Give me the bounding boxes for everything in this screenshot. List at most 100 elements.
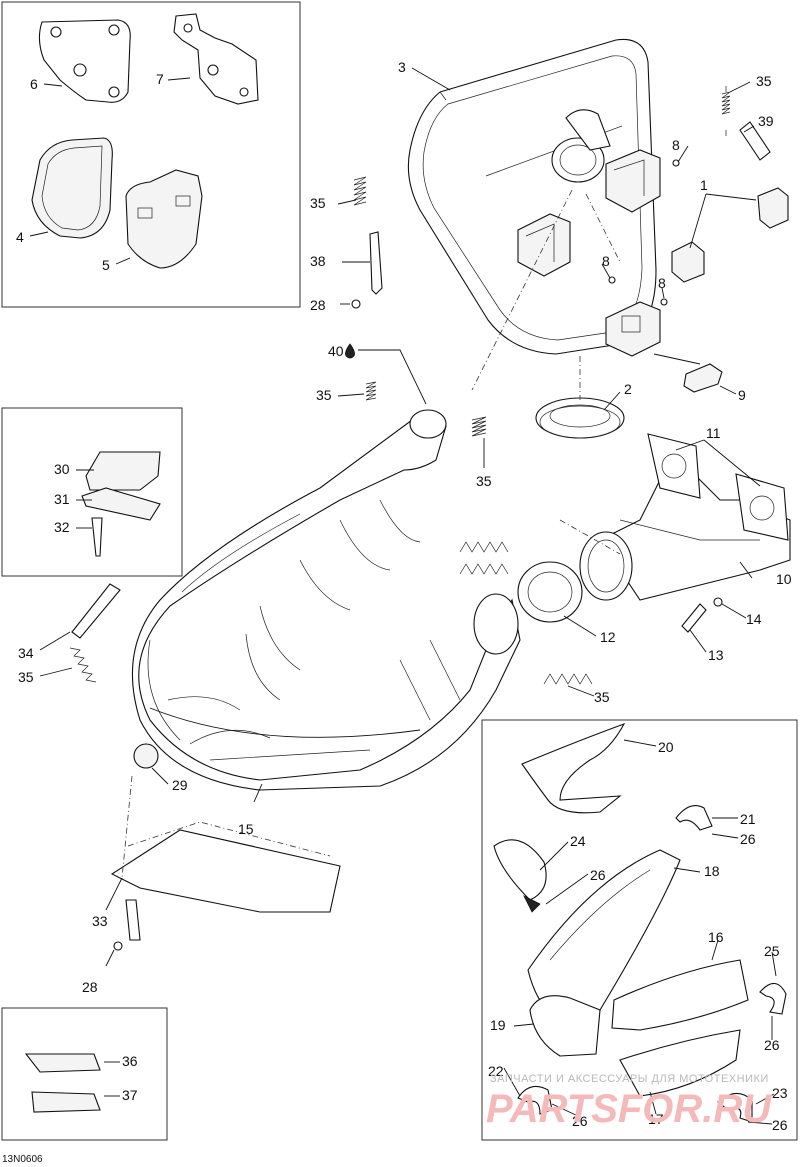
label-29: 29 xyxy=(172,777,188,793)
part-19-sleeve xyxy=(529,995,601,1057)
label-8-a: 8 xyxy=(672,137,680,153)
label-26-d: 26 xyxy=(572,1113,588,1129)
label-15: 15 xyxy=(238,821,254,837)
part-35-spring-upper-left xyxy=(365,381,377,401)
label-38: 38 xyxy=(310,253,326,269)
part-35-spring-center-pair xyxy=(459,541,509,575)
muffler-mount-bracket-upper xyxy=(605,149,661,213)
label-35-left: 35 xyxy=(310,195,326,211)
part-8-bolts xyxy=(608,159,680,306)
label-35-top: 35 xyxy=(756,73,772,89)
label-40: 40 xyxy=(328,343,344,359)
label-35-lower: 35 xyxy=(594,689,610,705)
label-6: 6 xyxy=(30,76,38,92)
label-16: 16 xyxy=(708,929,724,945)
label-26-b: 26 xyxy=(590,867,606,883)
inset-box-bottom-left xyxy=(1,1007,168,1141)
part-12-ring xyxy=(517,561,583,623)
label-25: 25 xyxy=(764,943,780,959)
center-lines xyxy=(121,189,621,879)
label-35-left-lower: 35 xyxy=(18,669,34,685)
label-4: 4 xyxy=(16,229,24,245)
part-38-bracket xyxy=(369,231,383,295)
label-28-bottom: 28 xyxy=(82,979,98,995)
label-5: 5 xyxy=(102,257,110,273)
part-25-clamp xyxy=(759,982,787,1015)
label-21: 21 xyxy=(740,811,756,827)
label-31: 31 xyxy=(54,491,70,507)
part-3-muffler xyxy=(407,38,661,357)
part-39-clip xyxy=(739,121,771,161)
label-11: 11 xyxy=(706,425,721,441)
part-14-washer xyxy=(713,597,723,607)
part-28-bolt-top xyxy=(351,299,361,309)
part-7-bracket xyxy=(173,13,259,105)
label-8-b: 8 xyxy=(602,253,610,269)
part-24-clamp xyxy=(493,839,547,913)
part-15-tuned-pipe xyxy=(131,409,521,791)
part-2-gasket xyxy=(535,397,625,439)
label-12: 12 xyxy=(600,629,616,645)
part-33-crossmember xyxy=(110,821,341,913)
label-32: 32 xyxy=(54,519,70,535)
label-1: 1 xyxy=(700,177,708,193)
leader-lines xyxy=(29,67,777,1125)
label-34: 34 xyxy=(18,645,34,661)
label-39: 39 xyxy=(758,113,774,129)
part-21-clamp xyxy=(675,805,713,831)
watermark-tagline: ЗАПЧАСТИ И АКСЕССУАРЫ ДЛЯ МОТОТЕХНИКИ xyxy=(490,1073,769,1085)
label-14: 14 xyxy=(746,611,762,627)
label-19: 19 xyxy=(490,1017,506,1033)
label-9: 9 xyxy=(738,387,746,403)
part-11-gaskets xyxy=(647,433,789,541)
part-23-clamp xyxy=(717,1092,753,1123)
part-30-mount xyxy=(85,451,161,491)
part-13-bolt xyxy=(681,603,707,633)
part-35-spring-center xyxy=(471,416,487,437)
label-30: 30 xyxy=(54,461,70,477)
label-35-upper: 35 xyxy=(316,387,332,403)
part-37-shield xyxy=(31,1091,101,1113)
label-23: 23 xyxy=(772,1085,788,1101)
watermark-brand: PARTSFOR.RU xyxy=(486,1087,772,1131)
label-2: 2 xyxy=(624,381,632,397)
part-31-pad xyxy=(81,487,161,521)
part-36-shield xyxy=(24,1053,101,1073)
part-32-rivet xyxy=(91,517,103,557)
muffler-mount-bracket-left xyxy=(517,213,571,277)
label-8-c: 8 xyxy=(658,275,666,291)
label-33: 33 xyxy=(92,913,108,929)
diagram-code: 13N0606 xyxy=(2,1154,43,1165)
label-26-e: 26 xyxy=(772,1117,788,1133)
label-13: 13 xyxy=(708,647,724,663)
part-5-pad xyxy=(125,169,203,269)
part-28-bolt-bottom xyxy=(113,899,141,951)
part-9-bumper xyxy=(683,363,723,393)
part-16-heat-shield xyxy=(611,959,749,1031)
part-4-pad xyxy=(31,137,113,239)
label-28-top: 28 xyxy=(310,297,326,313)
label-10: 10 xyxy=(776,571,792,587)
inset-box-top-left xyxy=(1,1,301,308)
part-labels: 3 6 7 4 5 35 39 1 8 8 8 9 35 38 28 40 35… xyxy=(16,59,792,1133)
part-1-bumpers xyxy=(671,187,789,283)
label-20: 20 xyxy=(658,739,674,755)
label-37: 37 xyxy=(122,1087,138,1103)
part-35-spring-lower xyxy=(543,673,593,685)
drop-icon xyxy=(345,343,355,359)
part-29-grommet xyxy=(133,743,159,769)
label-26-a: 26 xyxy=(740,831,756,847)
label-35-center: 35 xyxy=(476,473,492,489)
part-17-heat-shield xyxy=(619,1029,741,1097)
label-17: 17 xyxy=(648,1111,664,1127)
label-18: 18 xyxy=(704,863,720,879)
label-3: 3 xyxy=(398,59,406,75)
label-22: 22 xyxy=(488,1063,504,1079)
inset-box-bottom-right xyxy=(481,719,798,1141)
part-20-insulation xyxy=(521,722,626,814)
part-35-spring-top-right xyxy=(721,86,731,136)
label-26-c: 26 xyxy=(764,1037,780,1053)
part-35-spring-left xyxy=(353,176,367,206)
label-36: 36 xyxy=(122,1053,138,1069)
